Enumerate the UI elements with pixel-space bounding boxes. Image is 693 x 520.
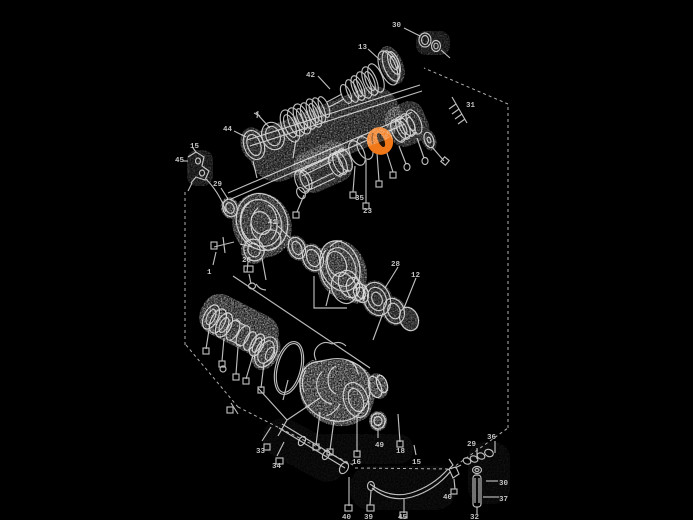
svg-text:28: 28 (391, 261, 401, 269)
svg-text:35: 35 (355, 195, 365, 203)
svg-text:29: 29 (213, 181, 223, 189)
svg-text:42: 42 (306, 72, 316, 80)
svg-text:12: 12 (411, 272, 421, 280)
svg-text:1: 1 (207, 269, 212, 277)
svg-text:31: 31 (466, 102, 476, 110)
svg-text:13: 13 (358, 44, 368, 52)
svg-text:15: 15 (190, 143, 200, 151)
svg-text:44: 44 (223, 126, 233, 134)
svg-text:45: 45 (175, 157, 185, 165)
svg-text:45: 45 (398, 514, 408, 520)
svg-text:34: 34 (272, 463, 282, 471)
svg-text:40: 40 (342, 514, 352, 520)
svg-text:32: 32 (470, 514, 480, 520)
svg-text:33: 33 (256, 448, 266, 456)
svg-text:39: 39 (364, 514, 374, 520)
svg-text:29: 29 (467, 441, 477, 449)
svg-text:30: 30 (392, 22, 402, 30)
svg-text:23: 23 (363, 208, 373, 216)
svg-text:36: 36 (487, 434, 497, 442)
svg-text:15: 15 (412, 459, 422, 467)
